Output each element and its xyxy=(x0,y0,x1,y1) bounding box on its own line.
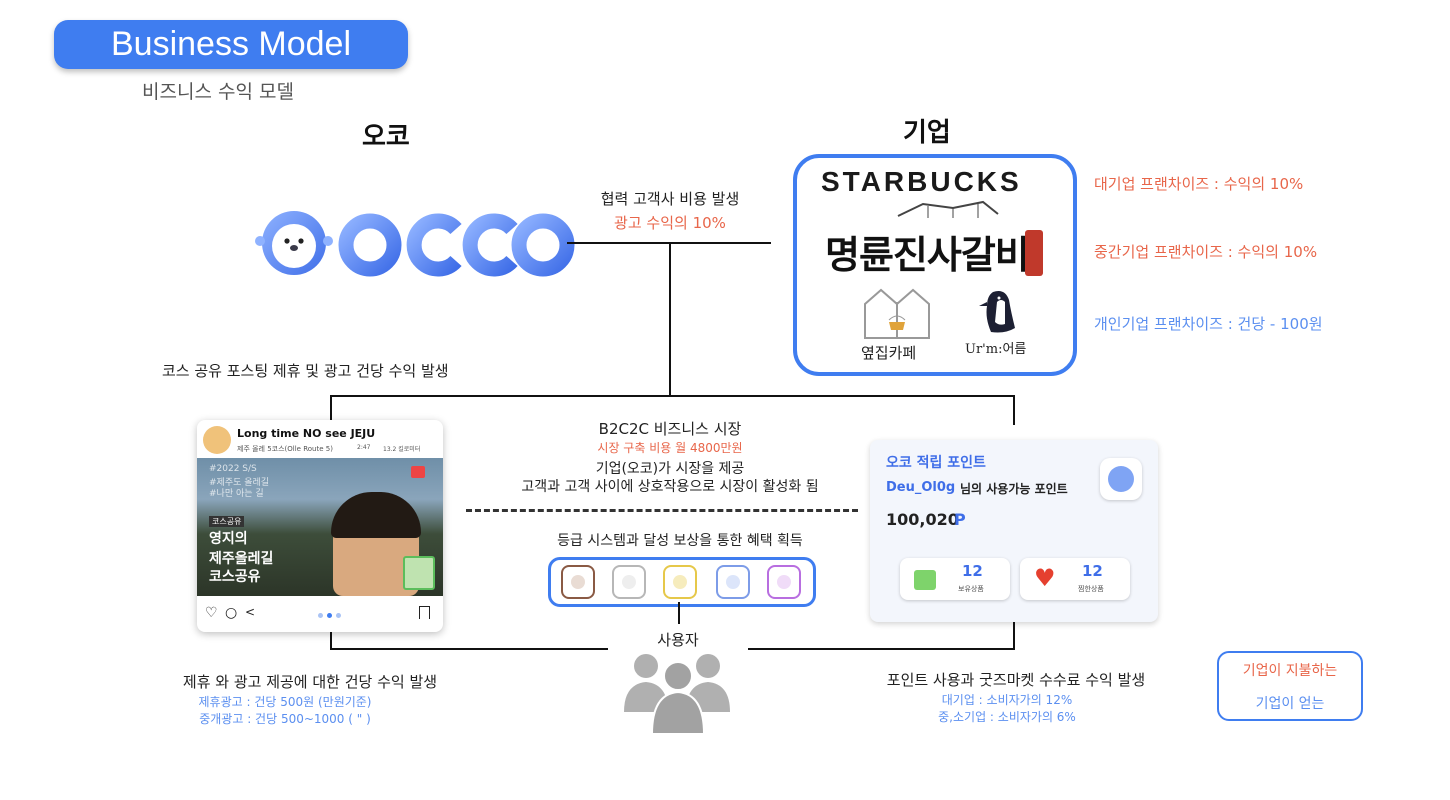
partner-cost-rate: 광고 수익의 10% xyxy=(614,214,726,232)
bookmark-icon[interactable] xyxy=(419,606,430,619)
legend-earned: 기업이 얻는 xyxy=(1255,696,1325,712)
post-card: Long time NO see JEJU 제주 올레 5코스(Olle Rou… xyxy=(197,420,443,632)
post-label: 코스공유 xyxy=(209,516,245,527)
partner-cost-title: 협력 고객사 비용 발생 xyxy=(600,190,740,208)
branch-right-drop xyxy=(1013,395,1015,425)
post-overlay-line-2: 제주올레길 xyxy=(209,551,274,567)
grade-system-text: 등급 시스템과 달성 보상을 통한 혜택 획득 xyxy=(557,533,803,549)
page-dot-1 xyxy=(318,613,323,618)
owned-items-button[interactable]: 12 보유상품 xyxy=(900,558,1010,600)
person-hair xyxy=(331,492,421,538)
b2c2c-line-2: 고객과 고객 사이에 상호작용으로 시장이 활성화 됨 xyxy=(521,479,819,495)
b2c2c-cost: 시장 구축 비용 월 4800만원 xyxy=(597,441,743,455)
heart-filled-icon: ♥ xyxy=(1034,564,1056,592)
post-photo: #2022 S/S #제주도 올레길 #나만 아는 길 코스공유 영지의 제주올… xyxy=(197,458,443,596)
cafe-house-icon xyxy=(861,288,933,350)
post-title: Long time NO see JEJU xyxy=(237,427,376,440)
tier-individual: 개인기업 프랜차이즈 : 건당 - 100원 xyxy=(1094,315,1323,333)
tier-medium: 중간기업 프랜차이즈 : 수익의 10% xyxy=(1094,243,1318,261)
post-tag-3: #나만 아는 길 xyxy=(209,489,264,499)
legend-box: 기업이 지불하는 기업이 얻는 xyxy=(1217,651,1363,721)
points-user-suffix: 님의 사용가능 포인트 xyxy=(960,482,1068,496)
bottom-left-line-2: 중개광고 : 건당 500~1000 ( " ) xyxy=(199,712,371,726)
badge-silver-icon xyxy=(612,565,646,599)
liked-count: 12 xyxy=(1082,562,1103,580)
liked-label: 찜한상품 xyxy=(1078,585,1104,593)
page-subtitle: 비즈니스 수익 모델 xyxy=(142,81,294,103)
b2c2c-title: B2C2C 비즈니스 시장 xyxy=(598,420,742,438)
bottom-left-title: 제휴 와 광고 제공에 대한 건당 수익 발생 xyxy=(182,673,438,691)
course-share-text: 코스 공유 포스팅 제휴 및 광고 건당 수익 발생 xyxy=(162,362,449,380)
page-dot-2 xyxy=(327,613,332,618)
post-tag-1: #2022 S/S xyxy=(209,464,257,474)
points-drop-line xyxy=(1013,622,1015,650)
cafe-logo-text: 옆집카페 xyxy=(861,344,917,362)
badge-blue-icon xyxy=(716,565,750,599)
occo-heading: 오코 xyxy=(362,122,410,152)
owned-count: 12 xyxy=(962,562,983,580)
red-seal-icon xyxy=(1025,230,1043,276)
corporate-heading: 기업 xyxy=(903,118,951,148)
urm-logo-text: Ur'm:어름 xyxy=(965,342,1027,357)
comment-icon[interactable]: ○ xyxy=(225,605,238,621)
branch-left-drop xyxy=(330,395,332,422)
bottom-left-line xyxy=(330,648,608,650)
badge-brown-icon xyxy=(561,565,595,599)
myeongryun-roof-icon xyxy=(893,200,1003,220)
heart-icon[interactable]: ♡ xyxy=(205,605,218,621)
page-dot-3 xyxy=(336,613,341,618)
legend-paid: 기업이 지불하는 xyxy=(1242,663,1338,679)
penguin-icon xyxy=(975,288,1025,336)
bottom-right-line xyxy=(748,648,1015,650)
points-card: 오코 적립 포인트 Deu_Ol0g 님의 사용가능 포인트 100,020 P… xyxy=(870,440,1158,622)
badge-box xyxy=(548,557,816,607)
page-title: Business Model xyxy=(54,20,408,69)
owned-label: 보유상품 xyxy=(958,585,984,593)
badge-user-line xyxy=(678,602,680,624)
user-label: 사용자 xyxy=(657,631,699,649)
corporate-logo-box: STARBUCKS 명륜진사갈비 옆집카페 Ur'm:어름 xyxy=(793,154,1077,376)
post-tag-2: #제주도 올레길 xyxy=(209,478,270,488)
post-overlay-line-1: 영지의 xyxy=(209,531,248,547)
share-icon[interactable]: < xyxy=(245,605,256,619)
users-group-icon xyxy=(622,652,734,736)
myeongryun-logo: 명륜진사갈비 xyxy=(825,232,1030,277)
b2c2c-line-1: 기업(오코)가 시장을 제공 xyxy=(595,461,745,477)
bottom-left-line-1: 제휴광고 : 건당 500원 (만원기준) xyxy=(198,695,372,709)
occo-mascot-icon xyxy=(1100,458,1142,500)
center-vertical-line xyxy=(669,243,671,396)
points-user: Deu_Ol0g xyxy=(886,480,956,495)
post-drop-line xyxy=(330,632,332,650)
tier-large: 대기업 프랜차이즈 : 수익의 10% xyxy=(1094,175,1304,193)
map-thumbnail[interactable] xyxy=(403,556,435,590)
badge-purple-icon xyxy=(767,565,801,599)
shopping-bag-icon xyxy=(914,570,936,590)
dashed-divider xyxy=(466,509,858,512)
starbucks-logo: STARBUCKS xyxy=(821,166,1022,197)
avatar xyxy=(203,426,231,454)
points-unit: P xyxy=(954,510,966,529)
post-time: 2:47 xyxy=(357,444,371,451)
liked-items-button[interactable]: ♥ 12 찜한상품 xyxy=(1020,558,1130,600)
points-title: 오코 적립 포인트 xyxy=(886,455,986,471)
post-distance: 13.2 킬로미터 xyxy=(383,446,421,453)
calendar-icon[interactable] xyxy=(411,466,425,478)
bottom-right-line-2: 중,소기업 : 소비자가의 6% xyxy=(938,710,1076,724)
post-subtitle: 제주 올레 5코스(Olle Route 5) xyxy=(237,445,333,453)
badge-gold-icon xyxy=(663,565,697,599)
branch-horizontal-line xyxy=(330,395,1015,397)
bottom-right-title: 포인트 사용과 굿즈마켓 수수료 수익 발생 xyxy=(886,671,1146,689)
post-overlay-line-3: 코스공유 xyxy=(209,569,261,585)
points-amount: 100,020 xyxy=(886,510,959,529)
bottom-right-line-1: 대기업 : 소비자가의 12% xyxy=(941,693,1073,707)
occo-logo xyxy=(250,205,580,283)
